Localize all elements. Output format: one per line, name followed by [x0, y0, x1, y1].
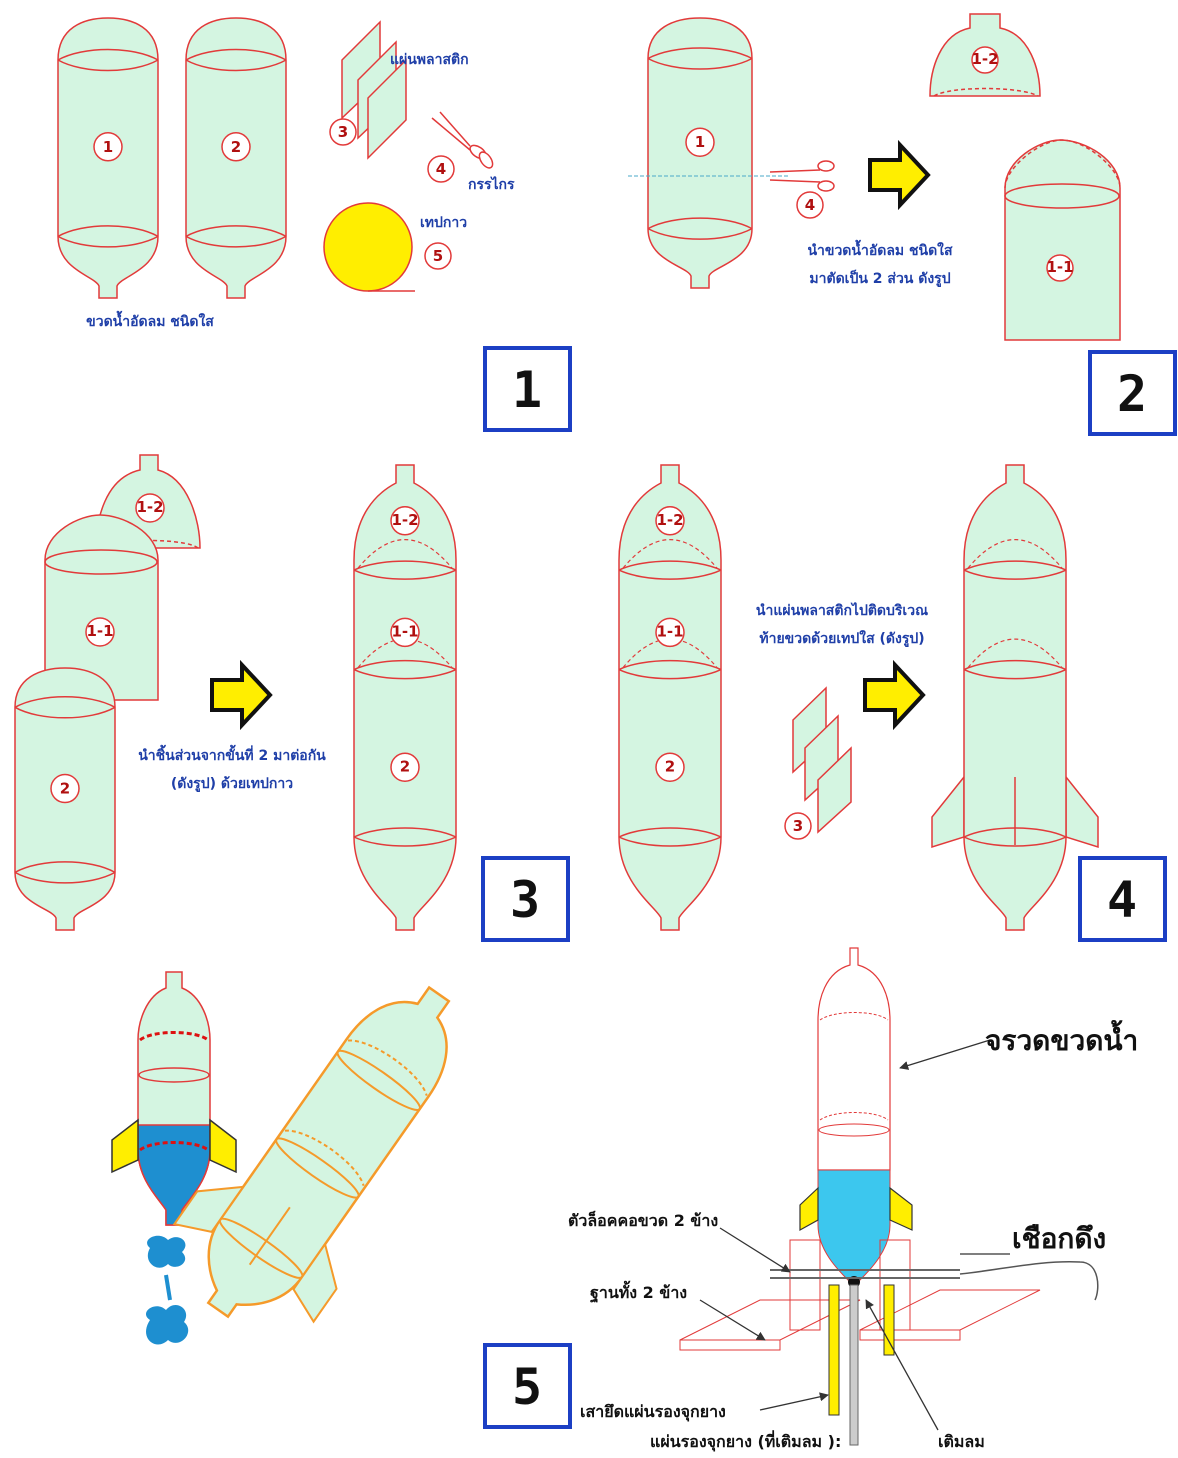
step1-caption: ขวดน้ำอัดลม ชนิดใส [86, 310, 214, 330]
tape-label: เทปกาว [420, 215, 467, 231]
step3-caption-line1: นำชิ้นส่วนจากขั้นที่ 2 มาต่อกัน [138, 744, 326, 764]
part-number: 1-2 [656, 511, 683, 529]
bottle-to-cut: 1 [648, 18, 752, 288]
rocket-on-launcher [680, 948, 1098, 1445]
step-3-number: 3 [510, 871, 540, 929]
step-4-panel: 1-2 1-1 2 นำแผ่นพลาสติกไปติดบริเวณ ท้ายขวด… [619, 465, 1165, 940]
step-2-number: 2 [1117, 365, 1147, 423]
label-rubber-pad: แผ่นรองจุกยาง (ที่เติมลม ): [650, 1430, 841, 1452]
part-1-1: 1-1 [1005, 140, 1120, 340]
step-4-number: 4 [1107, 871, 1137, 929]
rocket-with-fins [932, 465, 1098, 930]
label-neck-lock: ตัวล็อคคอขวด 2 ข้าง [568, 1209, 718, 1230]
part-number: 2 [400, 757, 410, 775]
step-5-panel: จรวดขวดน้ำ เชือกดึง ตัวล็อคคอขวด 2 ข้าง … [112, 946, 1138, 1452]
step-3-panel: 1-2 1-1 2 นำชิ้นส่วนจากขั้นที่ 2 มาต่อกั… [15, 455, 568, 940]
bottle-2-exploded: 2 [15, 668, 115, 930]
item-num-3: 3 [338, 123, 348, 141]
assembled-bottle: 1-2 1-1 2 [354, 465, 456, 930]
step2-caption-line2: มาตัดเป็น 2 ส่วน ดังรูป [809, 269, 950, 287]
plastic-sheet-label: แผ่นพลาสติก [390, 52, 469, 68]
item-num-5: 5 [433, 247, 443, 265]
label-support-pole: เสายึดแผ่นรองจุกยาง [580, 1402, 726, 1422]
bottle-number: 2 [60, 780, 70, 798]
label-pull-string: เชือกดึง [1012, 1222, 1106, 1255]
bottle-2: 2 [186, 18, 286, 298]
arrow-right-icon [865, 665, 923, 725]
part-1-1-label: 1-1 [1046, 258, 1073, 276]
part-number: 1-1 [656, 622, 683, 640]
step-2-panel: 1 4 นำขวดน้ำอัดลม ชนิดใส มาตัดเป็น 2 ส่ว… [628, 14, 1175, 434]
step4-caption-line2: ท้ายขวดด้วยเทปใส (ดังรูป) [759, 629, 924, 647]
bottle-number: 2 [231, 138, 241, 156]
fin-left [932, 777, 964, 847]
part-1-1-tag: 1-1 [86, 622, 113, 640]
tape-roll-icon [324, 203, 412, 291]
arrow-right-icon [212, 665, 270, 725]
step3-caption-line2: (ดังรูป) ด้วยเทปกาว [171, 776, 293, 792]
part-1-2-label: 1-2 [971, 50, 998, 68]
tool-number: 4 [805, 196, 815, 214]
assembled-bottle-before-fins: 1-2 1-1 2 [619, 465, 721, 930]
fin-sheets-icon [793, 688, 851, 832]
fin-number: 3 [793, 817, 803, 835]
part-number: 1-1 [391, 622, 418, 640]
bottle-1: 1 [58, 18, 158, 298]
fin-right [1066, 777, 1098, 847]
step-1-panel: 1 2 ขวดน้ำอัดลม ชนิดใส 3 แผ่นพลาสติก 4 ก… [58, 18, 570, 430]
item-num-4: 4 [436, 160, 446, 178]
bottle-number: 1 [695, 133, 705, 151]
label-water-rocket: จรวดขวดน้ำ [985, 1019, 1138, 1057]
step2-caption-line1: นำขวดน้ำอัดลม ชนิดใส [807, 239, 953, 259]
arrow-right-icon [870, 145, 928, 205]
step-5-number: 5 [512, 1358, 542, 1416]
part-number: 2 [665, 757, 675, 775]
part-1-2: 1-2 [930, 14, 1040, 96]
label-base: ฐานทั้ง 2 ข้าง [590, 1280, 687, 1303]
scissors-label: กรรไกร [468, 175, 515, 193]
step-1-number: 1 [512, 361, 542, 419]
step4-caption-line1: นำแผ่นพลาสติกไปติดบริเวณ [756, 601, 928, 619]
label-air-fill: เติมลม [938, 1432, 985, 1451]
part-number: 1-2 [391, 511, 418, 529]
bottle-number: 1 [103, 138, 113, 156]
part-1-2-tag: 1-2 [136, 498, 163, 516]
